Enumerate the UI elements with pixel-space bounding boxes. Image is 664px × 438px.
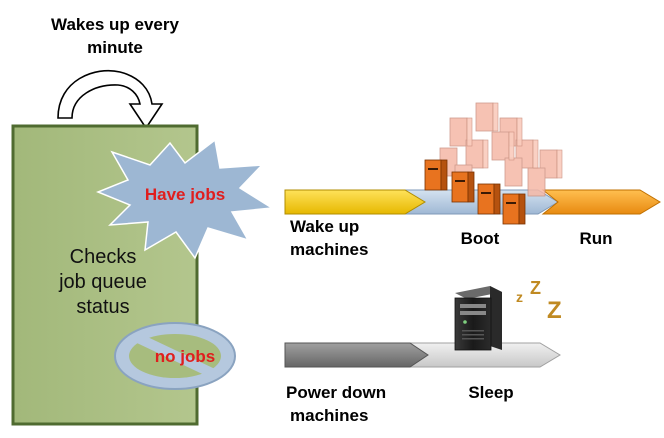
have-jobs-starburst [95,138,275,260]
server-cluster-icon [424,102,563,225]
power-down-arrow [284,342,429,368]
have-jobs-label: Have jobs [145,185,225,204]
scheduler-line3: status [76,296,129,318]
boot-label: Boot [461,229,500,248]
scheduler-line2: job queue [58,271,147,293]
svg-text:z: z [516,289,523,305]
run-label: Run [579,229,612,248]
sleep-label: Sleep [468,383,513,402]
svg-text:Z: Z [547,297,562,324]
wake-up-arrow [284,189,426,215]
wake-interval-line1: Wakes up every [51,15,179,34]
power-down-label-line2: machines [290,406,368,425]
prohibited-icon [114,322,236,390]
svg-text:Z: Z [530,278,541,298]
run-arrow [541,189,661,215]
curved-arrow-icon [57,69,164,130]
scheduler-line1: Checks [70,246,137,268]
no-jobs-label: no jobs [155,347,215,366]
wake-up-label-line1: Wake up [290,217,359,236]
wake-up-label-line2: machines [290,240,368,259]
server-tower-icon [454,286,502,351]
power-down-label-line1: Power down [286,383,386,402]
wake-interval-line2: minute [87,38,143,57]
zzz-icon: z Z Z [516,278,562,324]
